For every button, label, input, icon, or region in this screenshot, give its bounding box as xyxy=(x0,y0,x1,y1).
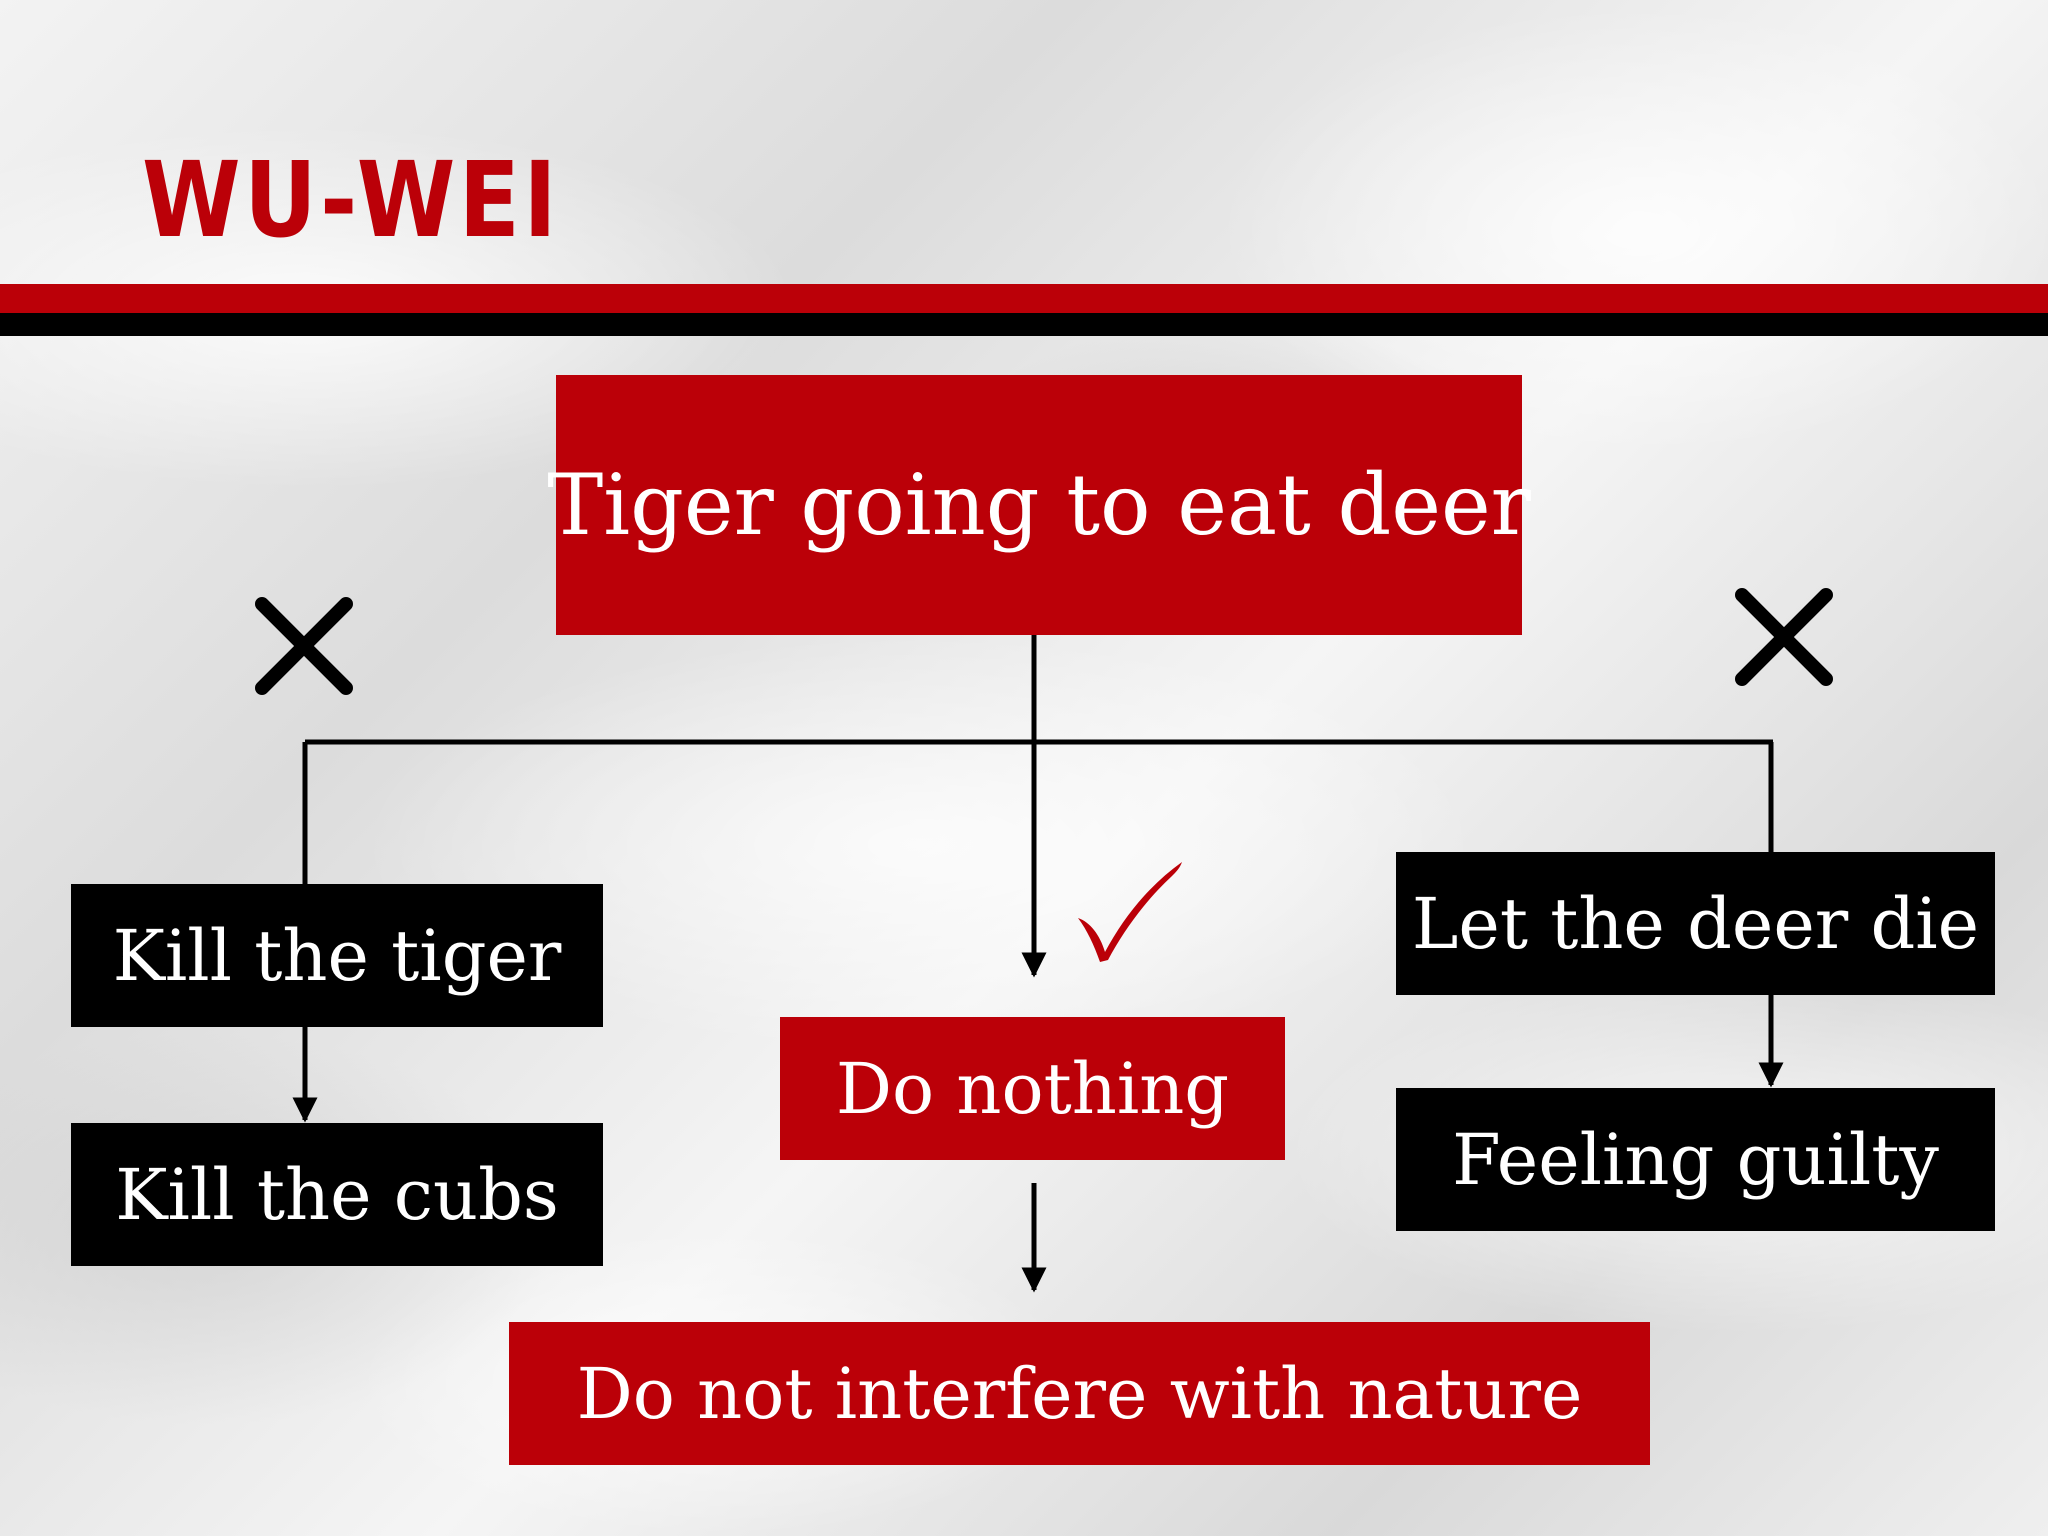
middle-option-node: Do nothing xyxy=(780,1017,1285,1160)
cross-icon xyxy=(1735,588,1833,686)
checkmark-icon xyxy=(1078,862,1182,962)
right-option-node: Let the deer die xyxy=(1396,852,1995,995)
right-result-node: Feeling guilty xyxy=(1396,1088,1995,1231)
header-rule-black xyxy=(0,313,2048,336)
root-node: Tiger going to eat deer xyxy=(547,375,1531,635)
left-option-node: Kill the tiger xyxy=(71,884,603,1027)
middle-result-node: Do not interfere with nature xyxy=(509,1322,1650,1465)
cross-icon xyxy=(255,597,353,695)
header-rule-red xyxy=(0,284,2048,313)
left-result-node: Kill the cubs xyxy=(71,1123,603,1266)
page-title: WU-WEI xyxy=(142,139,561,261)
